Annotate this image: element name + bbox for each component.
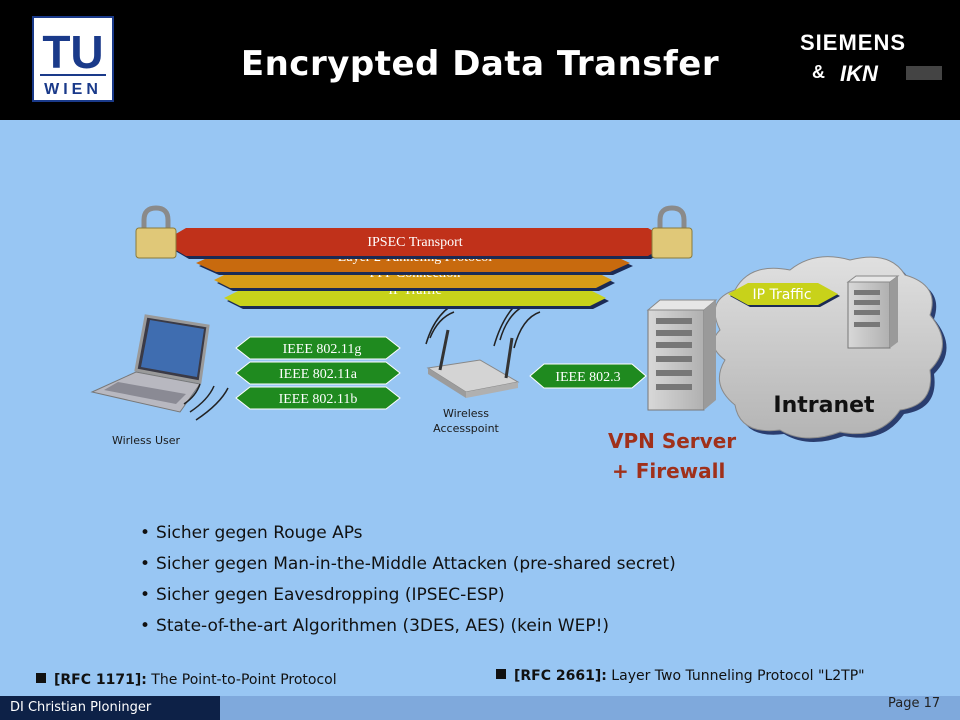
tunnel-label-ipsec: IPSEC Transport [367, 235, 462, 250]
page-title: Encrypted Data Transfer [240, 44, 720, 84]
list-item: Sicher gegen Eavesdropping (IPSEC-ESP) [140, 580, 676, 611]
list-item: Sicher gegen Man-in-the-Middle Attacken … [140, 549, 676, 580]
tu-wien-logo: TU WIEN [32, 16, 114, 102]
page-number: Page 17 [888, 696, 941, 711]
padlock-left-icon [135, 205, 177, 259]
firewall-text: + Firewall [612, 459, 726, 483]
wien-logo-text: WIEN [44, 81, 102, 98]
square-bullet-icon [36, 673, 46, 683]
wireless-user-label: Wirless User [111, 434, 181, 447]
vpn-server-text: VPN Server [608, 429, 737, 453]
list-item: Sicher gegen Rouge APs [140, 518, 676, 549]
wifi-label-11a: IEEE 802.11a [279, 367, 358, 382]
laptop-icon [90, 314, 229, 421]
reference-text: Layer Two Tunneling Protocol "L2TP" [606, 668, 865, 684]
network-diagram: Intranet [90, 205, 947, 443]
intranet-server-icon [846, 275, 900, 349]
header: TU WIEN Encrypted Data Transfer SIEMENS … [0, 0, 960, 120]
wifi-arrow-11b: IEEE 802.11b [235, 386, 401, 410]
author-name: DI Christian Ploninger [10, 700, 152, 715]
access-point-icon [425, 291, 541, 398]
footer-author-bar [0, 696, 220, 720]
reference-id: [RFC 1171]: [54, 672, 147, 688]
ip-traffic-arrow: IP Traffic [728, 283, 840, 307]
list-item: State-of-the-art Algorithmen (3DES, AES)… [140, 611, 676, 642]
ikn-logo: IKN [836, 62, 942, 84]
tunnel-ipsec: IPSEC Transport [162, 228, 675, 259]
siemens-logo: SIEMENS [800, 30, 907, 55]
vpn-server-label: VPN Server + Firewall [608, 426, 736, 486]
tunnel-ip-traffic: IP Traffic [224, 283, 609, 309]
tu-logo-text: TU [42, 26, 103, 78]
wifi-arrow-11a: IEEE 802.11a [235, 361, 401, 385]
accesspoint-label: Wireless Accesspoint [433, 407, 499, 435]
ethernet-label: IEEE 802.3 [555, 370, 620, 385]
ip-traffic-label: IP Traffic [752, 287, 811, 303]
square-bullet-icon [496, 669, 506, 679]
wifi-arrow-11g: IEEE 802.11g [235, 336, 401, 360]
wifi-label-11g: IEEE 802.11g [283, 342, 362, 357]
ikn-logo-text: IKN [840, 62, 879, 84]
feature-list: Sicher gegen Rouge APs Sicher gegen Man-… [140, 518, 676, 642]
ampersand: & [812, 62, 825, 82]
reference-id: [RFC 2661]: [514, 668, 607, 684]
reference-rfc1171: [RFC 1171]: The Point-to-Point Protocol [36, 672, 337, 688]
wifi-label-11b: IEEE 802.11b [279, 392, 358, 407]
ethernet-arrow: IEEE 802.3 [529, 363, 647, 389]
reference-text: The Point-to-Point Protocol [146, 672, 337, 688]
reference-rfc2661: [RFC 2661]: Layer Two Tunneling Protocol… [496, 668, 865, 684]
tu-wien-logo-graphic: TU WIEN [40, 26, 106, 98]
intranet-label: Intranet [773, 393, 875, 418]
padlock-right-icon [651, 205, 693, 259]
vpn-server-icon [646, 299, 718, 411]
